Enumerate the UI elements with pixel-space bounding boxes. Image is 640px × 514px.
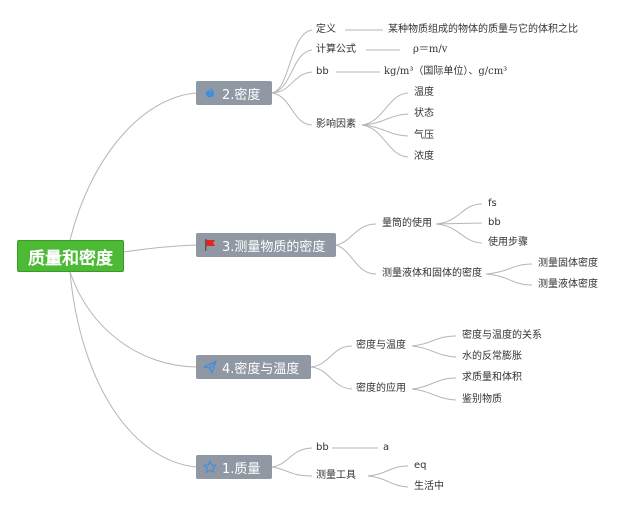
node-application-item[interactable]: 求质量和体积 (462, 372, 522, 383)
node-factor-item[interactable]: 温度 (414, 87, 434, 98)
node-unit[interactable]: bb (316, 66, 329, 77)
node-tools-item[interactable]: eq (414, 460, 427, 471)
node-liquid-solid-item[interactable]: 测量液体密度 (538, 279, 598, 290)
node-cylinder-item[interactable]: 使用步骤 (488, 237, 528, 248)
node-tools[interactable]: 测量工具 (316, 470, 356, 481)
node-mass-bb-value[interactable]: a (383, 442, 390, 453)
branch-mass-label: 1.质量 (222, 461, 261, 477)
node-factor-item[interactable]: 气压 (414, 130, 434, 141)
branch-density-temperature[interactable]: 4.密度与温度 (196, 355, 311, 379)
branch-density-label: 2.密度 (222, 87, 261, 103)
star-icon (202, 459, 218, 475)
node-relation[interactable]: 密度与温度 (356, 340, 406, 351)
red-flag-icon (202, 237, 218, 253)
node-unit-value[interactable]: kg/m³（国际单位）、g/cm³ (384, 66, 508, 77)
root-topic-label: 质量和密度 (28, 248, 113, 269)
node-formula-value[interactable]: ρ＝m/v (413, 44, 448, 55)
node-tools-item[interactable]: 生活中 (414, 481, 444, 492)
branch-mass[interactable]: 1.质量 (196, 455, 272, 479)
node-liquid-solid[interactable]: 测量液体和固体的密度 (382, 268, 482, 279)
node-factor-item[interactable]: 浓度 (414, 151, 434, 162)
node-definition[interactable]: 定义 (316, 24, 336, 35)
node-mass-bb[interactable]: bb (316, 442, 329, 453)
node-application[interactable]: 密度的应用 (356, 383, 406, 394)
node-factor-item[interactable]: 状态 (414, 108, 434, 119)
node-definition-value[interactable]: 某种物质组成的物体的质量与它的体积之比 (388, 24, 578, 35)
root-topic[interactable]: 质量和密度 (17, 240, 124, 272)
branch-measure-density-label: 3.测量物质的密度 (222, 239, 326, 255)
branch-measure-density[interactable]: 3.测量物质的密度 (196, 233, 336, 257)
node-application-item[interactable]: 鉴别物质 (462, 394, 502, 405)
node-relation-item[interactable]: 水的反常膨胀 (462, 351, 522, 362)
branch-density[interactable]: 2.密度 (196, 81, 272, 105)
node-liquid-solid-item[interactable]: 测量固体密度 (538, 258, 598, 269)
node-factors[interactable]: 影响因素 (316, 119, 356, 130)
node-formula[interactable]: 计算公式 (316, 44, 356, 55)
flame-icon (202, 85, 218, 101)
paper-plane-icon (202, 359, 218, 375)
node-cylinder-item[interactable]: bb (488, 217, 501, 228)
node-relation-item[interactable]: 密度与温度的关系 (462, 330, 542, 341)
node-cylinder[interactable]: 量筒的使用 (382, 218, 432, 229)
branch-density-temperature-label: 4.密度与温度 (222, 361, 300, 377)
node-cylinder-item[interactable]: fs (488, 198, 497, 209)
